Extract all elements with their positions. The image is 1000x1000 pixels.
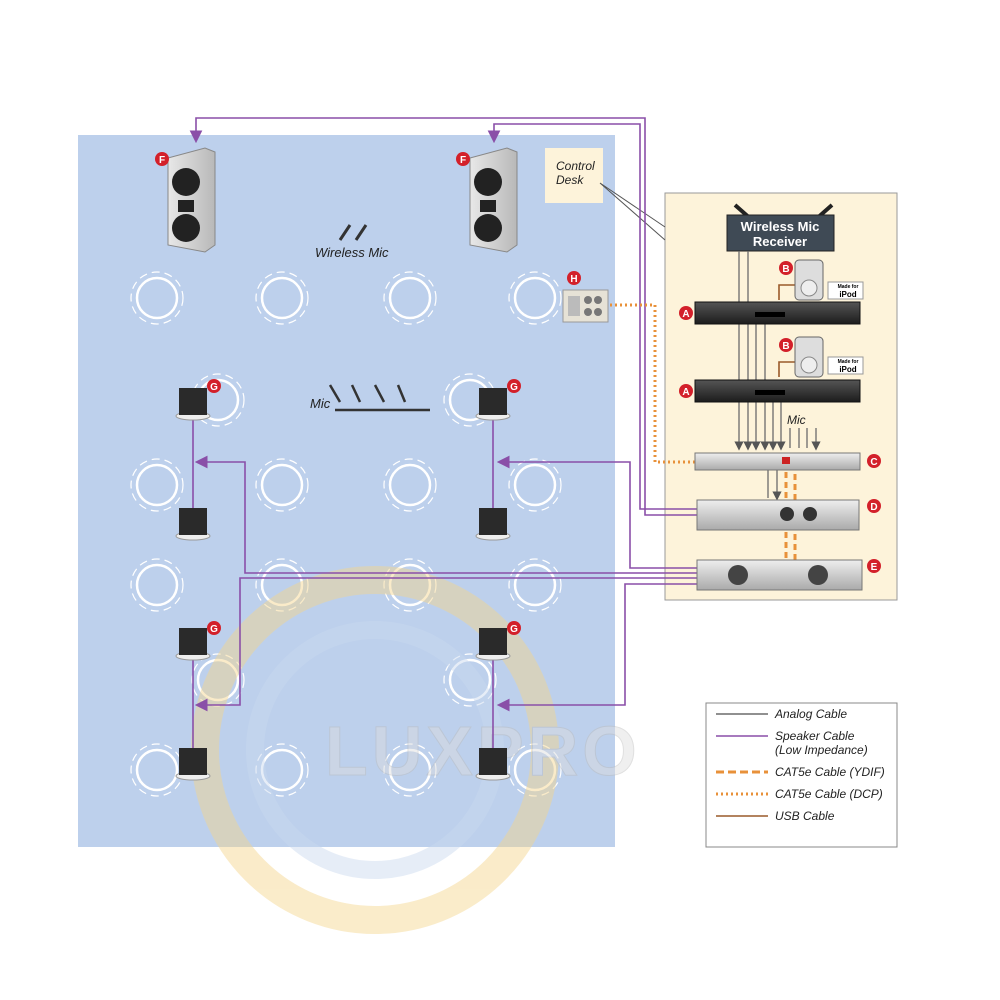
control-desk-box [545,148,603,203]
svg-text:B: B [782,264,789,275]
table [255,558,309,612]
table [130,558,184,612]
speaker-cables [189,117,698,750]
main-speaker-left [167,147,216,253]
svg-text:USB Cable: USB Cable [775,809,835,823]
made-for-label: Made for [838,359,859,365]
device-e [696,559,863,591]
svg-text:D: D [870,502,877,513]
svg-text:A: A [682,309,689,320]
svg-text:G: G [210,382,218,393]
table [383,558,437,612]
device-a-1 [694,301,861,325]
ceiling-speakers [175,388,511,781]
svg-text:(Low Impedance): (Low Impedance) [775,743,868,757]
svg-text:iPod: iPod [839,365,856,374]
svg-text:iPod: iPod [839,290,856,299]
callout-lines [599,182,666,241]
table [191,653,245,707]
table [443,653,497,707]
badge-b: B [779,261,793,275]
ceiling-speaker [475,508,511,541]
made-for-label: Made for [838,284,859,290]
table [255,458,309,512]
ceiling-speaker [475,748,511,781]
room-floor [78,135,615,847]
wireless-mic-receiver: Wireless Mic Receiver [726,203,835,252]
svg-text:Receiver: Receiver [753,234,807,249]
table [130,271,184,325]
badge-g: G [207,379,221,393]
device-d [696,499,860,531]
table [130,458,184,512]
svg-text:E: E [871,562,878,573]
wireless-mic-label: Wireless Mic [315,245,389,260]
device-c [694,452,861,471]
badge-d: D [867,499,881,513]
device-a-2 [694,379,861,403]
ceiling-speaker [175,508,211,541]
svg-text:G: G [210,624,218,635]
svg-text:G: G [510,624,518,635]
svg-text:CAT5e Cable (YDIF): CAT5e Cable (YDIF) [775,765,885,779]
badge-f: F [456,152,470,166]
badge-a: A [679,384,693,398]
table [508,558,562,612]
svg-text:Speaker Cable: Speaker Cable [775,729,855,743]
tables [130,271,562,797]
ipod-2: Made for iPod [794,336,864,378]
badge-a: A [679,306,693,320]
usb-cables [778,284,795,377]
ipod-1: Made for iPod [794,259,864,301]
svg-text:Analog Cable: Analog Cable [774,707,847,721]
badge-e: E [867,559,881,573]
table [508,271,562,325]
rack-mic-label: Mic [787,413,806,427]
svg-text:G: G [510,382,518,393]
svg-text:F: F [159,155,165,166]
badge-f: F [155,152,169,166]
badge-g: G [207,621,221,635]
badge-g: G [507,621,521,635]
table [383,271,437,325]
wireless-mic-icon [338,224,368,241]
main-speaker-right [469,147,518,253]
legend-item: USB Cable [716,809,835,823]
svg-text:CAT5e Cable (DCP): CAT5e Cable (DCP) [775,787,883,801]
table [255,271,309,325]
svg-text:B: B [782,341,789,352]
svg-text:H: H [570,274,577,285]
svg-text:A: A [682,387,689,398]
table [508,743,562,797]
table [255,743,309,797]
legend-item: CAT5e Cable (DCP) [716,787,883,801]
svg-text:C: C [870,457,877,468]
control-panel-device [562,289,609,323]
mic-label: Mic [310,396,331,411]
ceiling-speaker [175,628,211,661]
badge-g: G [507,379,521,393]
ceiling-speaker [475,388,511,421]
svg-text:Wireless Mic: Wireless Mic [741,219,820,234]
table [383,458,437,512]
ceiling-speaker [175,388,211,421]
badge-c: C [867,454,881,468]
mic-stand-icon [328,384,430,412]
svg-text:F: F [460,155,466,166]
ceiling-speaker [475,628,511,661]
table [383,743,437,797]
legend-item: Speaker Cable(Low Impedance) [716,729,868,757]
badge-h: H [567,271,581,285]
legend-item: Analog Cable [716,707,847,721]
ceiling-speaker [175,748,211,781]
badge-b: B [779,338,793,352]
table [508,458,562,512]
badges: F F H G G G G A A B B C D E [155,152,881,635]
legend-item: CAT5e Cable (YDIF) [716,765,885,779]
